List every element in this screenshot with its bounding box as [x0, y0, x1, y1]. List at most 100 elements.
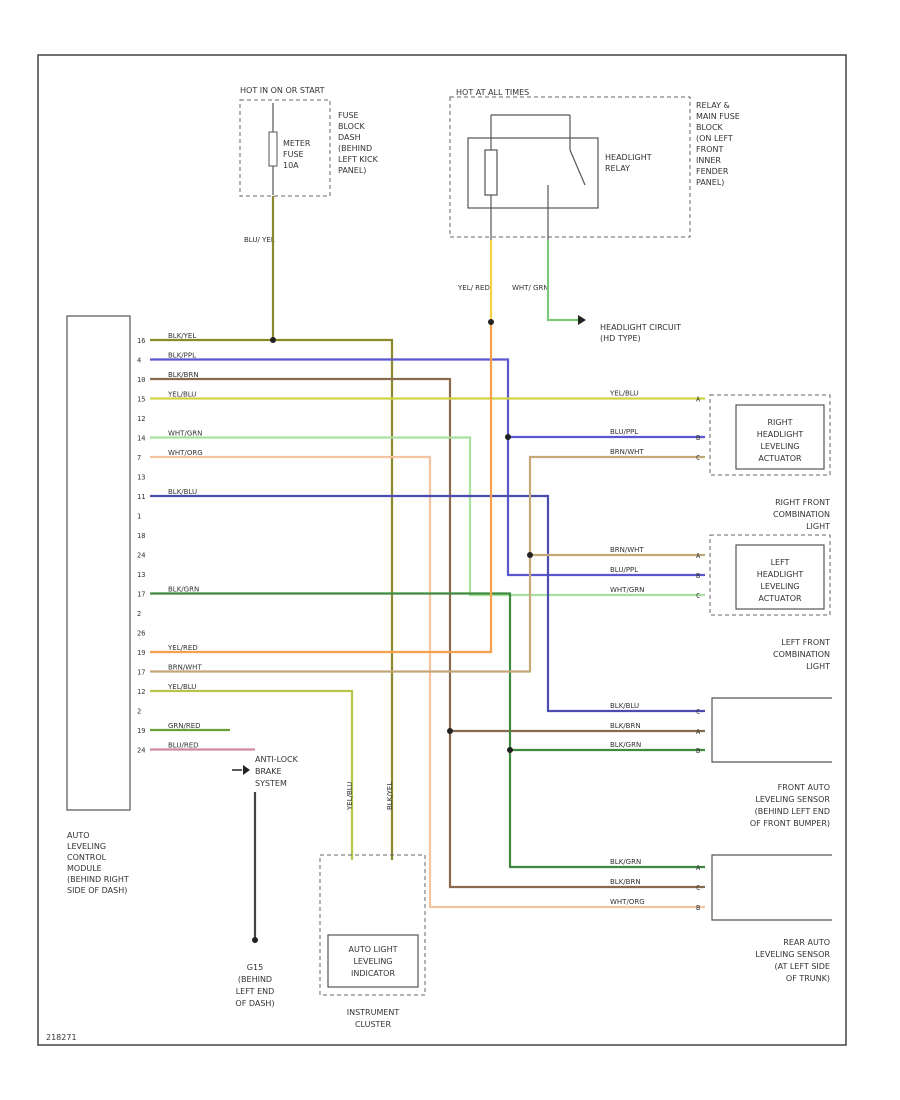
svg-text:CLUSTER: CLUSTER: [355, 1020, 392, 1029]
wire-wht-grn: [150, 436, 705, 597]
wire-yel-red: [150, 322, 493, 654]
ground-label: G15 (BEHIND LEFT END OF DASH): [235, 963, 274, 1008]
svg-text:HEADLIGHT CIRCUIT: HEADLIGHT CIRCUIT: [600, 323, 681, 332]
instrument-cluster-label: INSTRUMENT CLUSTER: [347, 1008, 400, 1029]
rear-sensor-label: REAR AUTO LEVELING SENSOR (AT LEFT SIDE …: [755, 938, 830, 983]
svg-text:REAR AUTO: REAR AUTO: [783, 938, 830, 947]
left-actuator-wire-label: WHT/GRN: [610, 586, 644, 594]
module-wire-label: BLK/PPL: [168, 352, 196, 360]
module-pin-number: 12: [137, 688, 145, 696]
rear-sensor-pin: B: [696, 904, 700, 912]
auto-leveling-control-module: [66, 315, 131, 811]
left-actuator-pin: C: [696, 592, 700, 600]
meter-fuse-label: METER FUSE 10A: [283, 139, 311, 170]
module-wire-label: BLK/BLU: [168, 488, 197, 496]
svg-text:(HD TYPE): (HD TYPE): [600, 334, 641, 343]
svg-text:LEVELING: LEVELING: [353, 957, 392, 966]
cluster-left-wire-label: YEL/BLU: [346, 782, 354, 811]
module-pin-number: 1: [137, 513, 141, 521]
wire-color-labels: BLK/YEL BLK/PPL BLK/BRN YEL/BLU WHT/GRN WHT/O…: [167, 332, 645, 906]
relay-switch-icon: [569, 149, 586, 186]
svg-text:10A: 10A: [283, 161, 299, 170]
module-pin-number: 4: [137, 357, 141, 365]
svg-text:BLOCK: BLOCK: [696, 123, 724, 132]
rear-auto-leveling-sensor: [711, 854, 832, 921]
svg-text:LIGHT: LIGHT: [806, 522, 830, 531]
svg-text:MAIN FUSE: MAIN FUSE: [696, 112, 740, 121]
splice-blk-grn: [507, 747, 513, 753]
svg-text:METER: METER: [283, 139, 311, 148]
module-pin-number: 11: [137, 493, 145, 501]
svg-text:COMBINATION: COMBINATION: [773, 510, 830, 519]
rear-sensor-wire-label: WHT/ORG: [610, 898, 645, 906]
right-actuator-wire-label: YEL/BLU: [609, 390, 638, 398]
right-actuator-pin: B: [696, 434, 700, 442]
left-combo-label: LEFT FRONT COMBINATION LIGHT: [773, 638, 830, 671]
svg-text:LEVELING: LEVELING: [760, 582, 799, 591]
left-actuator-wire-label: BLU/PPL: [610, 566, 638, 574]
svg-text:G15: G15: [247, 963, 263, 972]
module-pin-number: 18: [137, 532, 145, 540]
module-pin-number: 24: [137, 552, 145, 560]
rear-sensor-pin: C: [696, 884, 700, 892]
diagram-frame: [37, 54, 847, 1046]
svg-text:ACTUATOR: ACTUATOR: [758, 454, 802, 463]
svg-text:SIDE OF DASH): SIDE OF DASH): [67, 886, 127, 895]
module-pin-number: 10: [137, 376, 145, 384]
module-wire-label: BLK/BRN: [168, 371, 199, 379]
splice-blu-ppl: [505, 434, 511, 440]
right-combo-label: RIGHT FRONT COMBINATION LIGHT: [773, 498, 830, 531]
svg-text:MODULE: MODULE: [67, 864, 102, 873]
svg-text:ACTUATOR: ACTUATOR: [758, 594, 802, 603]
svg-text:RIGHT: RIGHT: [767, 418, 792, 427]
left-actuator-label: LEFT HEADLIGHT LEVELING ACTUATOR: [757, 558, 804, 603]
module-pin-number: 2: [137, 708, 141, 716]
module-wire-label: YEL/BLU: [167, 683, 196, 691]
abs-arrow-head: [243, 765, 250, 775]
relay-block-label: RELAY & MAIN FUSE BLOCK (ON LEFT FRONT I…: [696, 101, 740, 187]
wire-relay-wht-grn: [546, 240, 578, 322]
svg-text:(BEHIND: (BEHIND: [338, 144, 372, 153]
left-headlight-leveling-actuator: [735, 544, 825, 610]
svg-text:FRONT AUTO: FRONT AUTO: [778, 783, 830, 792]
fuse-out-wire-label: BLU/ YEL: [244, 236, 275, 244]
wire-blk-brn: [150, 377, 705, 889]
svg-text:SYSTEM: SYSTEM: [255, 779, 287, 788]
ground-point: [252, 937, 258, 943]
svg-text:RELAY: RELAY: [605, 164, 630, 173]
cluster-indicator-label: AUTO LIGHT LEVELING INDICATOR: [349, 945, 398, 978]
svg-text:LEVELING: LEVELING: [760, 442, 799, 451]
splice-blk-brn: [447, 728, 453, 734]
fuse-block-header: HOT IN ON OR START: [240, 86, 325, 95]
module-pin-number: 13: [137, 571, 145, 579]
module-wire-label: BRN/WHT: [168, 664, 202, 672]
svg-text:FENDER: FENDER: [696, 167, 729, 176]
left-actuator-pin: B: [696, 572, 700, 580]
module-pin-number: 19: [137, 727, 145, 735]
module-pin-number: 12: [137, 415, 145, 423]
svg-text:AUTO: AUTO: [67, 831, 90, 840]
svg-text:OF DASH): OF DASH): [235, 999, 274, 1008]
svg-text:INDICATOR: INDICATOR: [351, 969, 395, 978]
right-actuator-pin: A: [696, 396, 701, 404]
module-pin-number: 16: [137, 337, 145, 345]
wire-blk-ppl: [150, 358, 705, 577]
cluster-right-wire-label: BLK/YEL: [386, 782, 394, 810]
front-sensor-label: FRONT AUTO LEVELING SENSOR (BEHIND LEFT …: [750, 783, 831, 828]
svg-text:LEVELING SENSOR: LEVELING SENSOR: [755, 950, 830, 959]
splice-yel-red: [488, 319, 494, 325]
fuse-block-label: FUSE BLOCK DASH (BEHIND LEFT KICK PANEL): [338, 111, 379, 175]
splice-brn-wht: [527, 552, 533, 558]
right-actuator-wire-label: BLU/PPL: [610, 428, 638, 436]
svg-text:RELAY &: RELAY &: [696, 101, 730, 110]
svg-text:OF FRONT BUMPER): OF FRONT BUMPER): [750, 819, 830, 828]
relay-block-header: HOT AT ALL TIMES: [456, 88, 529, 97]
module-wire-label: BLU/RED: [168, 742, 199, 750]
module-wire-label: YEL/RED: [167, 644, 198, 652]
svg-text:FRONT: FRONT: [696, 145, 723, 154]
svg-text:HEADLIGHT: HEADLIGHT: [757, 430, 804, 439]
svg-text:(ON LEFT: (ON LEFT: [696, 134, 733, 143]
svg-text:(BEHIND: (BEHIND: [238, 975, 272, 984]
svg-text:(BEHIND LEFT END: (BEHIND LEFT END: [755, 807, 830, 816]
